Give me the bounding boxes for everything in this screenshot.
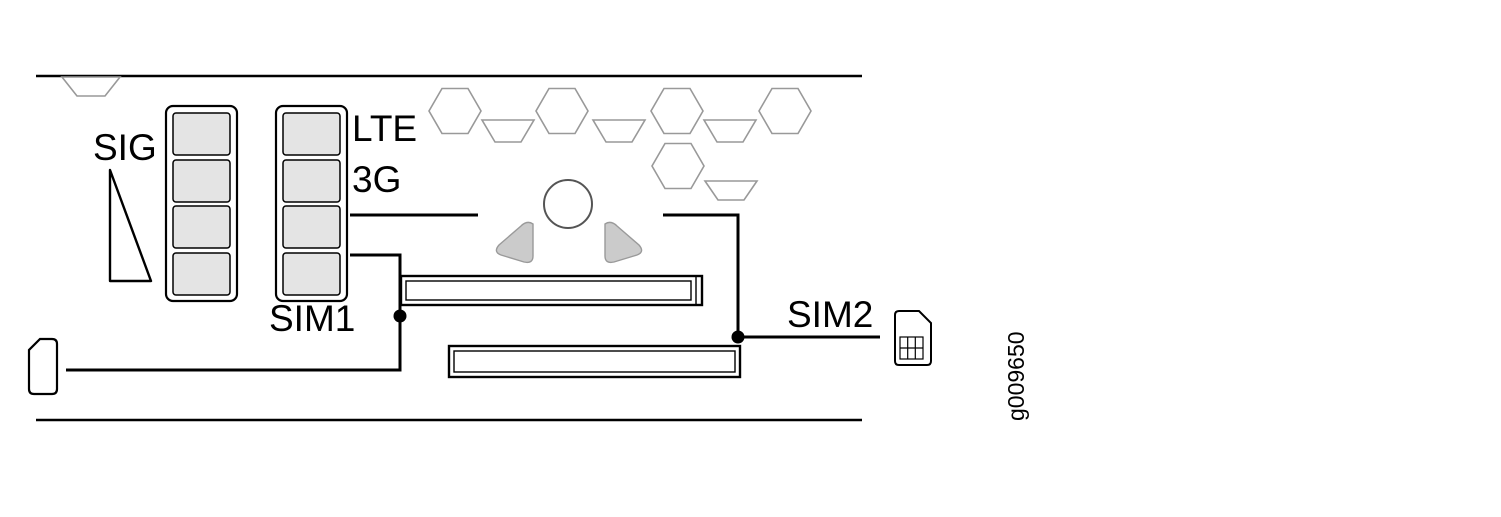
vent-hexagon-3: [650, 87, 704, 135]
led-square: [172, 205, 231, 249]
vent-hexagon-4: [758, 87, 812, 135]
vent-trapezoid-1: [480, 119, 536, 143]
pad-shapes: [495, 221, 643, 264]
circular-cutout: [543, 179, 593, 229]
led-square: [172, 252, 231, 296]
mini-sim-outline: [27, 337, 59, 396]
led-squares: [172, 112, 341, 296]
sim-slot-2-inner: [453, 350, 736, 373]
signal-strength-wedge-icon: [108, 168, 153, 283]
vent-trapezoid-3: [702, 119, 758, 143]
figure-id-label: g009650: [1003, 331, 1029, 421]
led-columns: [164, 104, 349, 303]
vent-pattern: [60, 76, 812, 201]
vent-hexagon-5: [651, 142, 705, 190]
sim-slots: [399, 274, 742, 379]
sim2-label: SIM2: [787, 294, 873, 335]
vent-hexagon-1: [428, 87, 482, 135]
sim-slot-1-inner: [405, 280, 692, 301]
pad-shape-right: [604, 221, 643, 264]
vent-trapezoid-top-left: [60, 76, 122, 97]
led-square: [282, 112, 341, 156]
sim2-callout-line: [663, 213, 880, 339]
led-square: [282, 252, 341, 296]
vent-hexagon-2: [535, 87, 589, 135]
3g-label: 3G: [352, 159, 401, 200]
panel-edges: [36, 74, 862, 422]
labels: SIG LTE 3G SIM1 SIM2: [93, 108, 873, 339]
led-square: [172, 112, 231, 156]
sim2-callout-dot: [731, 330, 745, 344]
vent-trapezoid-2: [591, 119, 647, 143]
pad-shape-left: [495, 221, 534, 264]
vent-trapezoid-4: [703, 180, 759, 201]
led-square: [282, 159, 341, 203]
sim-card-body: [894, 310, 932, 366]
sig-label: SIG: [93, 127, 157, 168]
lte-label: LTE: [352, 108, 417, 149]
led-square: [172, 159, 231, 203]
sim1-callout-dot: [393, 309, 407, 323]
led-square: [282, 205, 341, 249]
sim-contact-grid: [899, 336, 924, 360]
sim-card-icon: [894, 310, 932, 366]
sim1-label: SIM1: [269, 298, 355, 339]
